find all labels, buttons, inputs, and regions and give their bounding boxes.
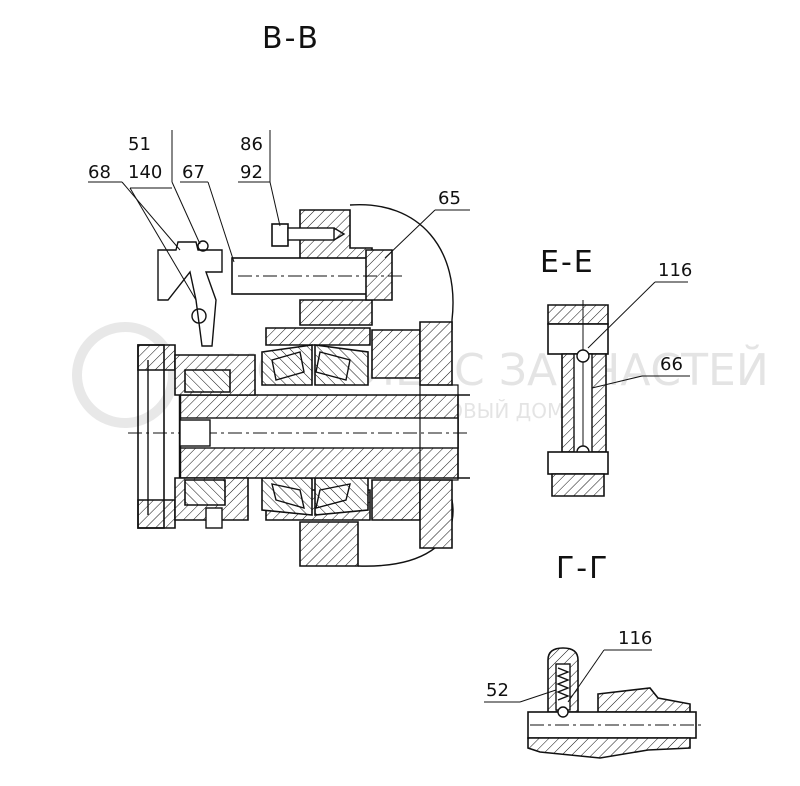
section-e-e-view bbox=[547, 281, 690, 497]
section-title-g-g: Г-Г bbox=[556, 551, 609, 586]
callout-66: 66 bbox=[660, 354, 683, 375]
callout-92: 92 bbox=[240, 162, 263, 183]
callout-52: 52 bbox=[486, 680, 509, 701]
callout-116-e-e: 116 bbox=[658, 260, 692, 281]
leaders-main bbox=[88, 130, 470, 301]
section-g-g-view bbox=[484, 647, 704, 759]
callout-140: 140 bbox=[128, 162, 162, 183]
callout-51: 51 bbox=[128, 134, 151, 155]
callout-65: 65 bbox=[438, 188, 461, 209]
callout-67: 67 bbox=[182, 162, 205, 183]
section-title-e-e: Е-Е bbox=[540, 245, 595, 280]
section-title-b-b: В-В bbox=[262, 21, 320, 56]
main-assembly-view bbox=[128, 204, 470, 567]
callout-68: 68 bbox=[88, 162, 111, 183]
callout-86: 86 bbox=[240, 134, 263, 155]
callout-116-g-g: 116 bbox=[618, 628, 652, 649]
